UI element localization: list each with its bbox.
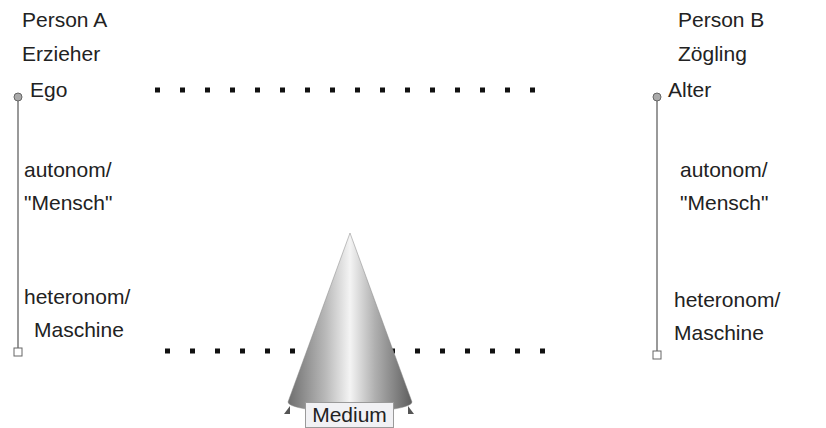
pole-label: heteronom/	[674, 288, 780, 312]
pole-line	[17, 100, 19, 348]
pole-label: Person A	[22, 8, 107, 32]
node-text: Medium	[312, 403, 387, 427]
pole-label: "Mensch"	[24, 191, 112, 215]
pole-label: "Mensch"	[680, 191, 768, 215]
pole-label: Alter	[668, 78, 711, 102]
cone	[288, 233, 412, 412]
medium-label-box: Medium	[305, 402, 394, 428]
pole-label: autonom/	[680, 158, 768, 182]
pole-label: heteronom/	[24, 285, 130, 309]
pole-label: Ego	[30, 78, 67, 102]
pole-line	[656, 100, 658, 351]
pole-square	[653, 351, 661, 359]
dotted-line	[155, 88, 548, 93]
pole-label: Maschine	[34, 318, 124, 342]
pole-label: Person B	[678, 8, 764, 32]
pole-label: Erzieher	[22, 42, 100, 66]
pole-circle	[653, 93, 661, 101]
pole-label: autonom/	[24, 158, 112, 182]
handle-mark	[408, 406, 414, 414]
pole-label: Zögling	[678, 42, 747, 66]
pole-circle	[14, 93, 22, 101]
pole-square	[14, 348, 22, 356]
handle-mark	[284, 406, 290, 414]
pole-label: Maschine	[674, 321, 764, 345]
